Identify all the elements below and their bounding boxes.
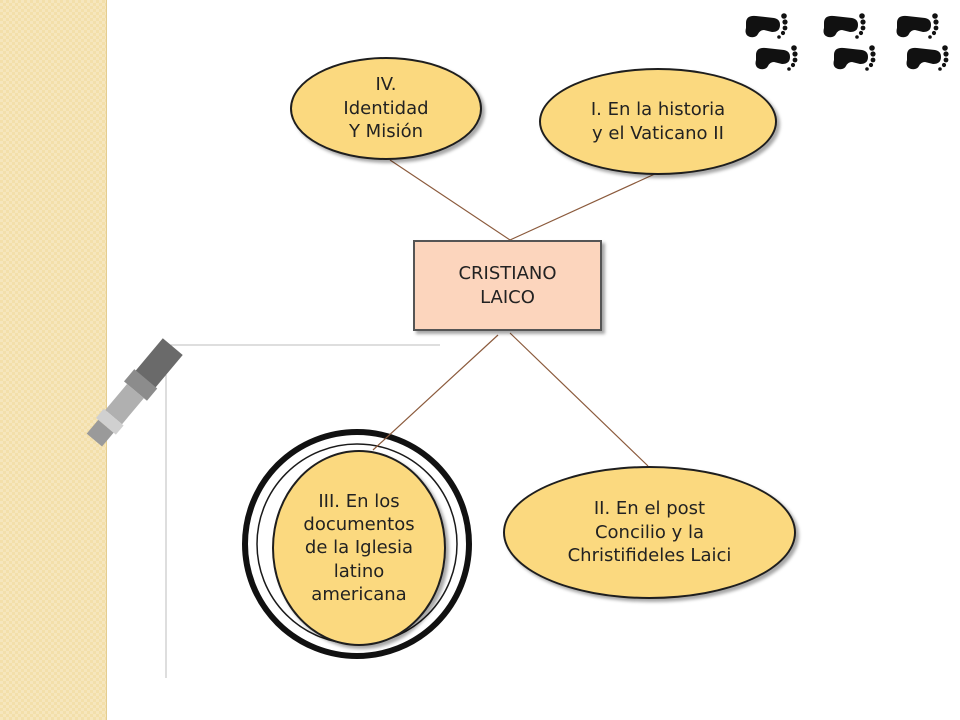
- node-line: de la Iglesia: [304, 537, 414, 559]
- footprints-icon: [823, 13, 876, 71]
- node-line: Identidad: [343, 97, 429, 119]
- node-line: documentos: [303, 513, 415, 535]
- footprints-icon: [896, 13, 949, 71]
- node-line: Concilio y la: [594, 521, 704, 543]
- node-identidad-y-mision: IV. Identidad Y Misión: [290, 57, 482, 160]
- center-node-line: CRISTIANO: [458, 263, 557, 285]
- node-line: Y Misión: [348, 121, 424, 143]
- node-line: y el Vaticano II: [592, 122, 724, 144]
- connector-documentos: [372, 334, 499, 451]
- node-line: latino: [333, 560, 385, 582]
- node-line: I. En la historia: [590, 99, 726, 121]
- connector-post-concilio: [509, 332, 649, 467]
- node-line: IV.: [375, 74, 397, 96]
- side-band: [0, 0, 107, 720]
- center-node-line: LAICO: [480, 286, 535, 308]
- node-post-concilio: II. En el post Concilio y la Christifide…: [503, 466, 796, 599]
- connector-identidad: [389, 159, 511, 241]
- node-line: II. En el post: [593, 498, 706, 520]
- node-line: Christifideles Laici: [567, 545, 732, 567]
- node-line: III. En los: [318, 490, 400, 512]
- center-node-cristiano-laico: CRISTIANO LAICO: [413, 240, 602, 331]
- node-line: americana: [311, 584, 407, 606]
- connector-historia: [509, 172, 658, 241]
- node-historia-vaticano: I. En la historia y el Vaticano II: [539, 68, 777, 175]
- node-documentos-iglesia: III. En los documentos de la Iglesia lat…: [272, 450, 446, 646]
- footprints-icon: [745, 13, 798, 71]
